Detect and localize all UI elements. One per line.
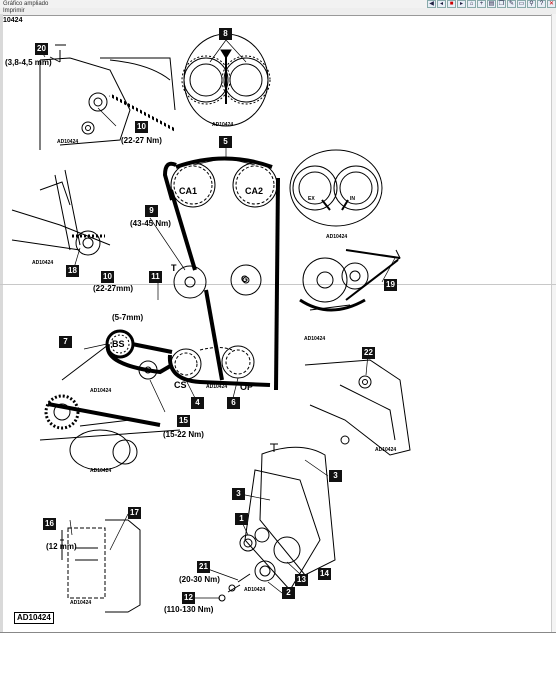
callout-19: 19 (384, 279, 397, 291)
callout-17: 17 (128, 507, 141, 519)
fig-ref: AD10424 (212, 122, 234, 128)
document-id: 10424 (3, 17, 23, 24)
pulley-bs-label: BS (112, 339, 125, 349)
callout-14: 14 (318, 568, 331, 580)
menu-bar: Imprimir (0, 8, 556, 16)
callout-2: 2 (282, 587, 295, 599)
fig-ref: AD10424 (244, 587, 266, 593)
next-icon[interactable]: ▸ (457, 0, 466, 8)
spec-torque-15: (15-22 Nm) (163, 430, 204, 439)
mark-ex-label: EX (308, 196, 315, 202)
spec-torque-10-top: (22-27 Nm) (121, 136, 162, 145)
callout-5: 5 (219, 136, 232, 148)
fig-ref: AD10424 (90, 468, 112, 474)
inset-cover-clearance (60, 519, 141, 613)
vertical-scrollbar[interactable] (551, 14, 556, 632)
menu-print[interactable]: Imprimir (3, 8, 25, 14)
fig-ref: AD10424 (304, 336, 326, 342)
inset-tensioner-gap (39, 44, 176, 150)
close-icon[interactable]: ✕ (547, 0, 556, 8)
help-icon[interactable]: ? (537, 0, 546, 8)
callout-8: 8 (219, 28, 232, 40)
stop-icon[interactable]: ■ (447, 0, 456, 8)
fig-ref: AD10424 (375, 447, 397, 453)
home-icon[interactable]: ⌂ (467, 0, 476, 8)
zoom-icon[interactable]: + (477, 0, 486, 8)
callout-22: 22 (362, 347, 375, 359)
back-icon[interactable]: ◀ (427, 0, 436, 8)
pulley-ca1-label: CA1 (179, 186, 198, 196)
inset-belt-tension-tool (299, 249, 401, 312)
page-icon[interactable]: ▭ (517, 0, 526, 8)
inset-crank-sprocket (39, 344, 181, 471)
spec-torque-12: (110-130 Nm) (164, 605, 214, 614)
toolbar: ◀ ◂ ■ ▸ ⌂ + ▤ ❐ ✎ ▭ ⚲ ? ✕ (427, 0, 556, 8)
callout-11: 11 (149, 271, 162, 283)
callout-20: 20 (35, 43, 48, 55)
fig-ref: AD10424 (326, 234, 348, 240)
prev-icon[interactable]: ◂ (437, 0, 446, 8)
window-titlebar: Gráfico ampliado (0, 0, 556, 8)
pulley-op-label: OP (240, 382, 254, 392)
callout-21: 21 (197, 561, 210, 573)
main-belt-routing (105, 156, 280, 391)
copy-icon[interactable]: ❐ (497, 0, 506, 8)
callout-10-top: 10 (135, 121, 148, 133)
inset-cam-alignment (181, 33, 271, 127)
callout-18: 18 (66, 265, 79, 277)
fig-ref: AD10424 (70, 600, 92, 606)
fig-ref: AD10424 (206, 384, 228, 390)
spec-torque-10-mid: (22-27mm) (93, 284, 134, 293)
inset-belt-install (11, 169, 111, 256)
callout-16: 16 (43, 518, 56, 530)
inset-ex-in-marks (289, 149, 383, 227)
fig-ref: AD10424 (32, 260, 54, 266)
pulley-t-label: T (171, 263, 177, 273)
print-icon[interactable]: ▤ (487, 0, 496, 8)
spec-gap-20: (3,8-4,5 mm) (5, 58, 52, 67)
callout-12: 12 (182, 592, 195, 604)
figure-id-box: AD10424 (14, 612, 54, 624)
inset-engine-mount (304, 359, 411, 456)
pulley-g-label: G (241, 274, 249, 284)
fig-ref: AD10424 (57, 139, 79, 145)
timing-belt-diagram (11, 33, 411, 613)
pulley-ca2-label: CA2 (245, 186, 264, 196)
find-icon[interactable]: ⚲ (527, 0, 536, 8)
callout-3-top: 3 (329, 470, 342, 482)
exploded-cover-assembly (218, 443, 336, 602)
pulley-cs-label: CS (174, 380, 187, 390)
callout-3: 3 (232, 488, 245, 500)
spec-torque-21: (20-30 Nm) (179, 575, 220, 584)
callout-4: 4 (191, 397, 204, 409)
fig-ref: AD10424 (90, 388, 112, 394)
callout-9: 9 (145, 205, 158, 217)
spec-gap-11: (5-7mm) (112, 313, 144, 322)
spec-torque-9: (43-45 Nm) (130, 219, 171, 228)
canvas-bottom-border (0, 632, 556, 633)
callout-13: 13 (295, 574, 308, 586)
callout-15: 15 (177, 415, 190, 427)
mark-in-label: IN (350, 196, 355, 202)
callout-1: 1 (235, 513, 248, 525)
callout-10-mid: 10 (101, 271, 114, 283)
left-gutter (0, 14, 3, 632)
callout-6: 6 (227, 397, 240, 409)
callout-7: 7 (59, 336, 72, 348)
window-title: Gráfico ampliado (3, 1, 49, 7)
tools-icon[interactable]: ✎ (507, 0, 516, 8)
spec-gap-16: (12 mm) (46, 542, 77, 551)
